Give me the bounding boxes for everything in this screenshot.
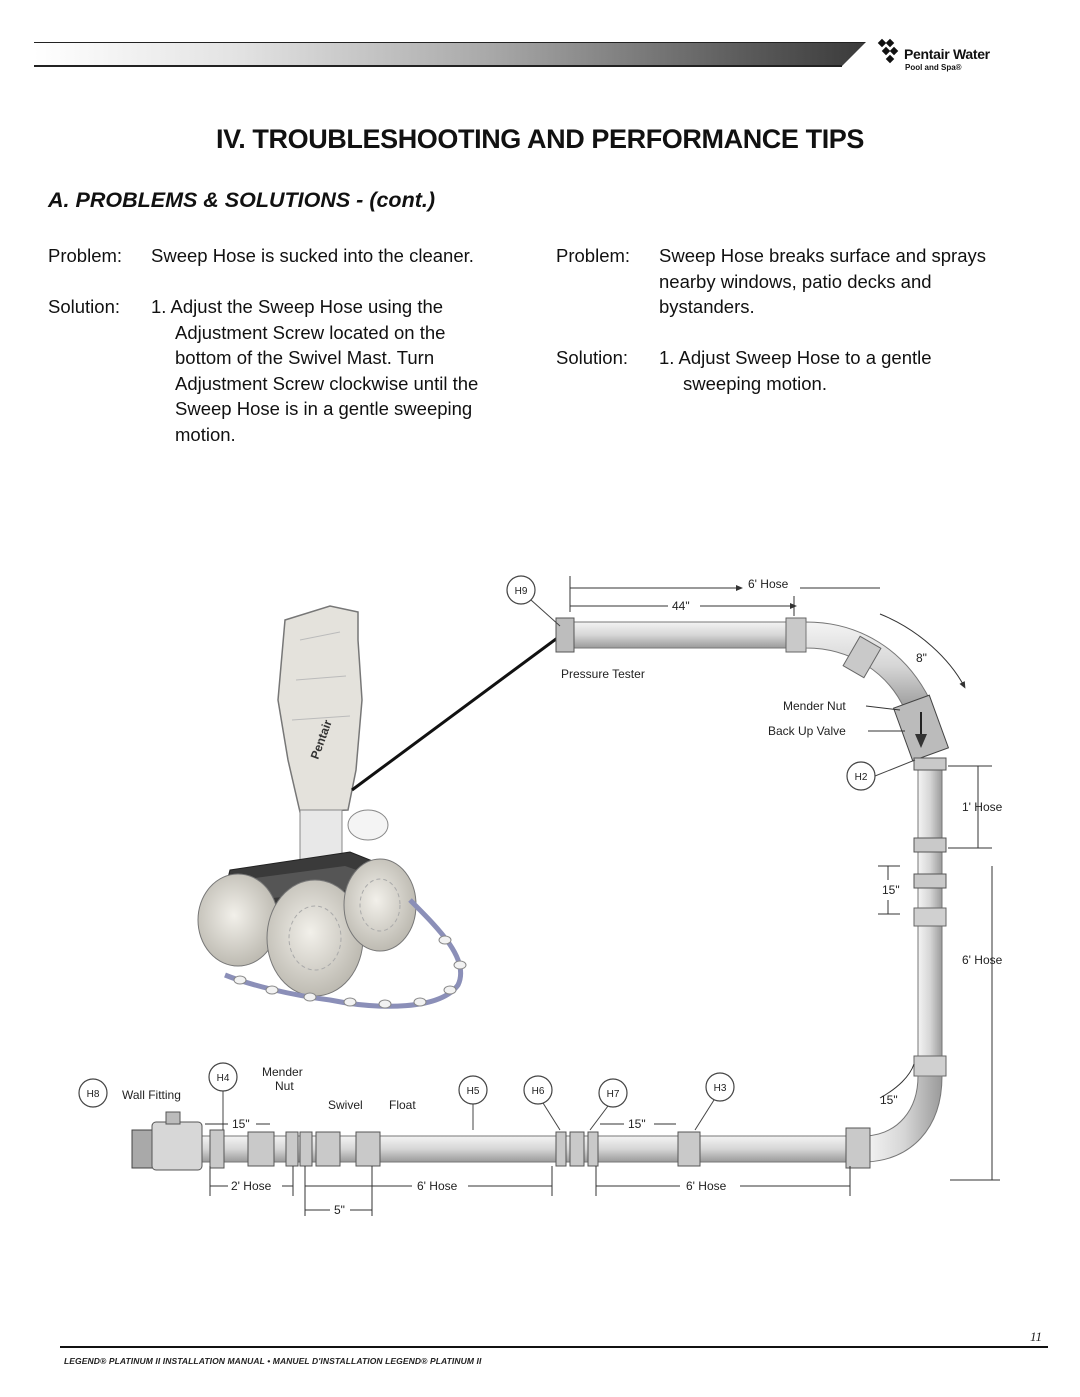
label-mender-nut-right: Mender Nut xyxy=(783,699,846,713)
right-problem-line: nearby windows, patio decks and xyxy=(659,270,932,292)
page-title: IV. TROUBLESHOOTING AND PERFORMANCE TIPS xyxy=(215,124,865,154)
label-back-up-valve: Back Up Valve xyxy=(768,724,846,738)
left-problem-label: Problem: xyxy=(48,245,123,266)
label-1ft-hose: 1' Hose xyxy=(962,800,1003,814)
left-solution-line: Sweep Hose is in a gentle sweeping xyxy=(175,398,473,419)
label-pressure-tester: Pressure Tester xyxy=(561,667,645,681)
callout-h8: H8 xyxy=(87,1089,100,1100)
label-float: Float xyxy=(389,1098,416,1112)
callout-h3: H3 xyxy=(714,1083,727,1094)
left-solution-line: motion. xyxy=(175,423,236,445)
page-number: 11 xyxy=(1030,1329,1043,1344)
label-15-inch-corner: 15" xyxy=(880,1093,898,1107)
label-15-inch-mid: 15" xyxy=(628,1117,646,1131)
header-rule xyxy=(34,65,842,67)
brand-tagline: Pool and Spa® xyxy=(905,63,962,72)
left-solution-label: Solution: xyxy=(48,296,120,317)
callout-h4: H4 xyxy=(217,1073,230,1084)
label-6ft-hose-right: 6' Hose xyxy=(962,953,1003,967)
label-nut: Nut xyxy=(275,1079,294,1093)
callout-h7: H7 xyxy=(607,1089,620,1100)
right-solution-label: Solution: xyxy=(556,347,628,368)
label-2ft-hose: 2' Hose xyxy=(231,1179,272,1193)
right-solution-line: sweeping motion. xyxy=(683,372,827,394)
label-15-inch-right: 15" xyxy=(882,883,900,897)
label-6ft-hose-bottom-2: 6' Hose xyxy=(686,1179,727,1193)
label-6ft-hose-top: 6' Hose xyxy=(748,577,789,591)
label-15-inch-left: 15" xyxy=(232,1117,250,1131)
right-solution-line: 1. Adjust Sweep Hose to a gentle xyxy=(659,347,932,368)
left-problem-text: Sweep Hose is sucked into the cleaner. xyxy=(151,245,474,266)
header-bar xyxy=(34,42,866,67)
left-solution-line: bottom of the Swivel Mast. Turn xyxy=(175,347,435,368)
callout-h9: H9 xyxy=(515,586,528,597)
callout-h2: H2 xyxy=(855,772,868,783)
section-subtitle: A. PROBLEMS & SOLUTIONS - (cont.) xyxy=(48,188,435,212)
label-mender: Mender xyxy=(262,1065,303,1079)
callout-h5: H5 xyxy=(467,1086,480,1097)
pool-cleaner-illustration: Pentair xyxy=(197,605,467,1009)
label-6ft-hose-bottom-1: 6' Hose xyxy=(417,1179,458,1193)
label-5-inch: 5" xyxy=(334,1203,345,1217)
left-solution-line: 1. Adjust the Sweep Hose using the xyxy=(151,296,444,317)
label-swivel: Swivel xyxy=(328,1098,363,1112)
pentair-logo-icon xyxy=(877,38,899,64)
brand-name: Pentair Water xyxy=(904,46,990,62)
right-problem-line: Sweep Hose breaks surface and sprays xyxy=(659,245,987,266)
footer-rule xyxy=(60,1346,1048,1348)
footer-text: LEGEND® PLATINUM II INSTALLATION MANUAL … xyxy=(64,1356,482,1366)
left-solution-line: Adjustment Screw located on the xyxy=(175,321,446,343)
right-problem-line: bystanders. xyxy=(659,296,755,317)
label-44-inch: 44" xyxy=(672,599,690,613)
left-solution-line: Adjustment Screw clockwise until the xyxy=(175,372,479,394)
label-wall-fitting: Wall Fitting xyxy=(122,1088,181,1102)
callout-h6: H6 xyxy=(532,1086,545,1097)
right-problem-label: Problem: xyxy=(556,245,631,266)
label-8-inch: 8" xyxy=(916,651,927,665)
